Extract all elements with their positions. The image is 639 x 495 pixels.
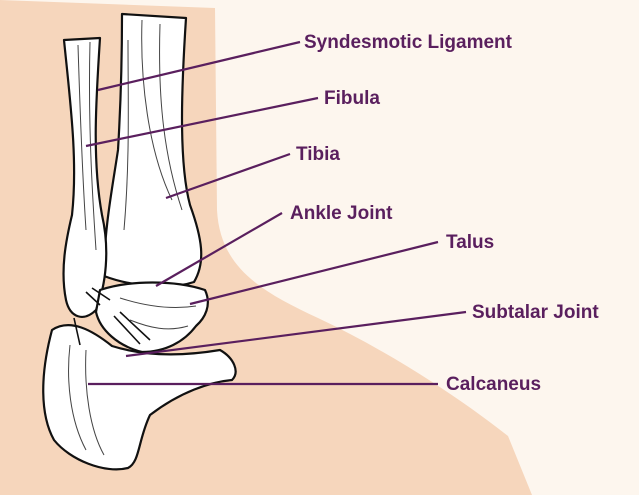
label-subtalar-joint: Subtalar Joint (472, 302, 599, 323)
label-syndesmotic-ligament: Syndesmotic Ligament (304, 32, 513, 53)
label-tibia: Tibia (296, 144, 340, 165)
label-talus: Talus (446, 232, 494, 253)
label-fibula: Fibula (324, 88, 380, 109)
label-calcaneus: Calcaneus (446, 374, 541, 395)
label-ankle-joint: Ankle Joint (290, 203, 393, 224)
